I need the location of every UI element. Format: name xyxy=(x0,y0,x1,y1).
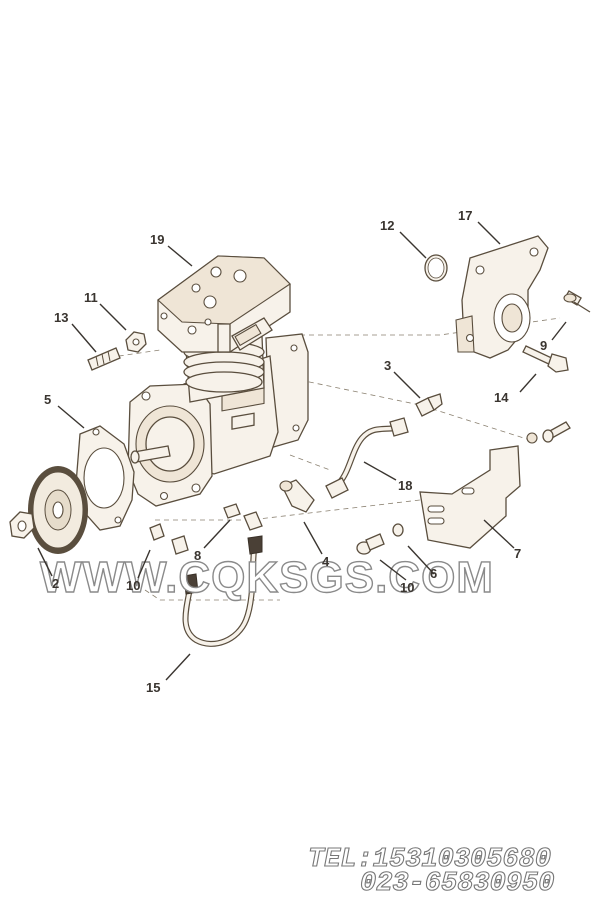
callout-leaders xyxy=(37,221,567,681)
callout-19: 19 xyxy=(150,232,164,247)
callout-5: 5 xyxy=(44,392,51,407)
watermark-text: WWW.CQKSGS.COM xyxy=(40,553,494,602)
fitting-8 xyxy=(171,503,263,555)
o-ring-12 xyxy=(424,254,448,282)
mounting-bracket-17 xyxy=(455,235,549,359)
callout-13: 13 xyxy=(54,310,68,325)
bolt-14 xyxy=(522,345,569,373)
callout-3: 3 xyxy=(384,358,391,373)
support-bracket-7 xyxy=(419,445,521,549)
callout-17: 17 xyxy=(458,208,472,223)
callout-15: 15 xyxy=(146,680,160,695)
nut-2 xyxy=(9,511,35,539)
air-compressor-19 xyxy=(127,255,309,507)
callout-2: 2 xyxy=(52,576,59,591)
fastener-bracket xyxy=(526,421,571,444)
fitting-10 xyxy=(149,523,165,541)
contact-phone-2: 023-65830950 xyxy=(360,869,554,899)
callout-12: 12 xyxy=(380,218,394,233)
callout-7: 7 xyxy=(514,546,521,561)
contact-phone: TEL:15310305680 xyxy=(308,845,551,875)
gasket-5 xyxy=(75,425,135,531)
assembly-centerlines xyxy=(91,317,561,601)
stud-13 xyxy=(87,347,121,371)
bolt-9 xyxy=(563,290,591,313)
drive-gear xyxy=(28,466,88,554)
hose-15 xyxy=(182,535,263,647)
callout-18: 18 xyxy=(398,478,412,493)
elbow-fitting-4 xyxy=(279,479,315,513)
nut-11 xyxy=(125,331,147,353)
callout-11: 11 xyxy=(84,290,98,305)
air-line-18 xyxy=(325,417,409,499)
callout-10-left: 10 xyxy=(126,578,140,593)
callout-6: 6 xyxy=(430,566,437,581)
callout-labels: 19 12 17 11 13 9 3 14 5 18 8 4 7 2 10 6 … xyxy=(44,208,547,695)
callout-4: 4 xyxy=(322,554,330,569)
callout-8: 8 xyxy=(194,548,201,563)
callout-10-right: 10 xyxy=(400,580,414,595)
fitting-3 xyxy=(415,393,443,417)
callout-9: 9 xyxy=(540,338,547,353)
bolt-6 xyxy=(356,523,404,555)
callout-14: 14 xyxy=(494,390,509,405)
